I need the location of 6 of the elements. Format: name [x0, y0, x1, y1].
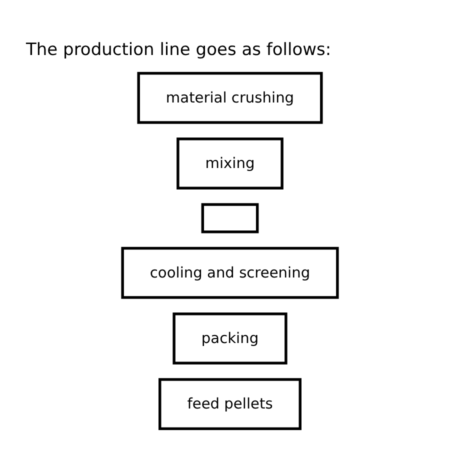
process-box: material crushing — [137, 72, 323, 124]
process-box: packing — [172, 312, 288, 364]
title: The production line goes as follows: — [26, 40, 332, 60]
process-box: cooling and screening — [121, 246, 339, 299]
process-box: mixing — [176, 138, 284, 190]
process-box: feed pellets — [158, 378, 302, 430]
